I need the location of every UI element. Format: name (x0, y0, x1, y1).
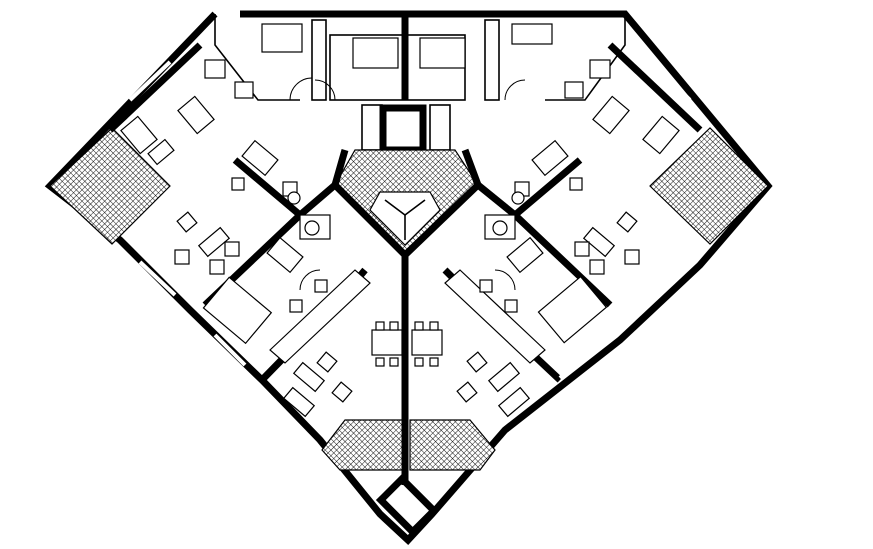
right-living (574, 211, 640, 275)
right-kitchen (411, 269, 546, 418)
top-units (214, 10, 626, 101)
bottom-balconies (321, 255, 496, 537)
circulation-core (331, 104, 483, 260)
windows (128, 60, 692, 380)
left-kitchen (269, 269, 403, 418)
left-upper-unit (49, 42, 338, 308)
left-living (174, 211, 240, 275)
